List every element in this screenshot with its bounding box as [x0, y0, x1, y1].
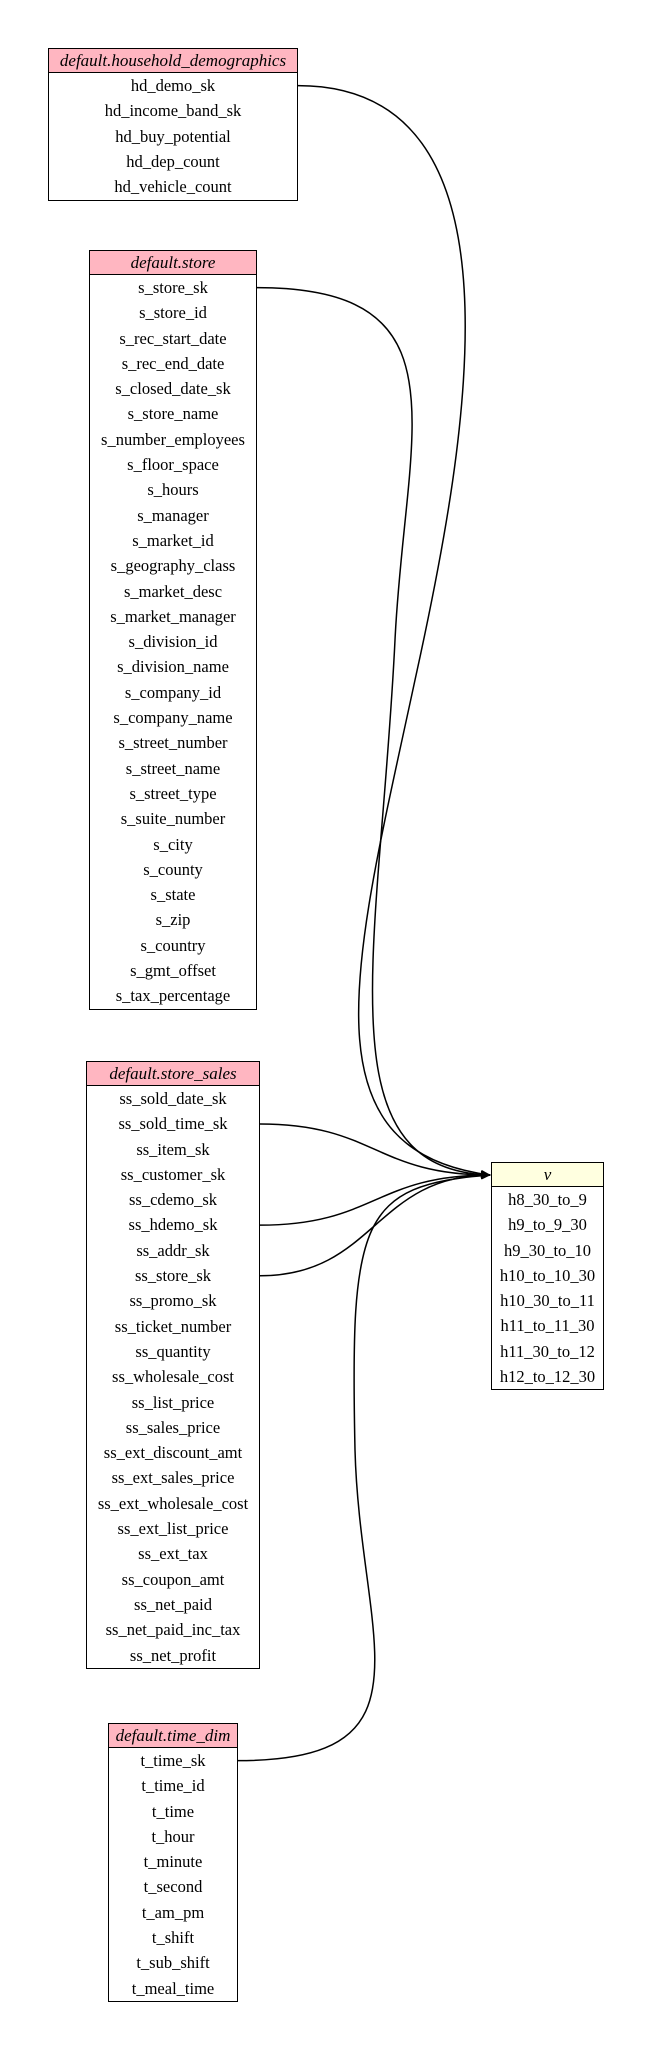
column-t-time-sk[interactable]: t_time_sk	[140, 1751, 206, 1770]
column-ss-net-paid[interactable]: ss_net_paid	[134, 1594, 212, 1614]
column-s-street-number[interactable]: s_street_number	[118, 733, 228, 753]
table-store-sales[interactable]: default.store_sales ss_sold_date_sk ss_sol…	[86, 1061, 260, 1669]
column-s-street-type[interactable]: s_street_type	[129, 783, 217, 803]
column-ss-list-price[interactable]: ss_list_price	[131, 1392, 215, 1412]
column-s-division-id[interactable]: s_division_id	[128, 632, 218, 652]
column-t-sub-shift[interactable]: t_sub_shift	[136, 1953, 210, 1973]
column-s-street-name[interactable]: s_street_name	[125, 758, 221, 778]
column-ss-promo-sk[interactable]: ss_promo_sk	[129, 1291, 217, 1311]
column-ss-ext-tax[interactable]: ss_ext_tax	[138, 1544, 208, 1564]
column-t-hour[interactable]: t_hour	[151, 1826, 195, 1846]
table-time-dim[interactable]: default.time_dim t_time_sk t_time_id t_time…	[108, 1723, 238, 2002]
column-hd-income-band-sk[interactable]: hd_income_band_sk	[104, 101, 242, 121]
column-ss-hdemo-sk[interactable]: ss_hdemo_sk	[128, 1215, 218, 1235]
column-h10-30-to-11[interactable]: h10_30_to_11	[500, 1291, 595, 1311]
column-ss-customer-sk[interactable]: ss_customer_sk	[120, 1164, 226, 1184]
column-ss-quantity[interactable]: ss_quantity	[135, 1341, 211, 1361]
edge-t-time-sk-to-v	[237, 1171, 491, 1762]
edge-s-store-sk-to-v	[256, 286, 491, 1179]
column-hd-vehicle-count[interactable]: hd_vehicle_count	[114, 177, 232, 197]
table-title: default.store_sales	[87, 1062, 259, 1086]
column-ss-sold-date-sk[interactable]: ss_sold_date_sk	[119, 1089, 227, 1108]
column-ss-ticket-number[interactable]: ss_ticket_number	[114, 1316, 232, 1336]
table-title: v	[492, 1163, 603, 1187]
table-title: default.store	[90, 251, 256, 275]
column-h10-to-10-30[interactable]: h10_to_10_30	[499, 1265, 596, 1285]
edge-hd-demo-sk-to-v	[297, 84, 491, 1178]
column-hd-buy-potential[interactable]: hd_buy_potential	[115, 126, 231, 146]
column-s-rec-start-date[interactable]: s_rec_start_date	[119, 328, 227, 348]
column-s-closed-date-sk[interactable]: s_closed_date_sk	[115, 379, 231, 399]
column-t-shift[interactable]: t_shift	[151, 1928, 195, 1948]
column-s-store-name[interactable]: s_store_name	[127, 404, 219, 424]
column-h8-30-to-9[interactable]: h8_30_to_9	[508, 1190, 587, 1209]
column-ss-wholesale-cost[interactable]: ss_wholesale_cost	[112, 1367, 234, 1387]
edge-ss-store-sk-to-v	[259, 1171, 491, 1277]
column-ss-ext-sales-price[interactable]: ss_ext_sales_price	[111, 1468, 235, 1488]
column-s-division-name[interactable]: s_division_name	[117, 657, 229, 677]
column-t-second[interactable]: t_second	[143, 1877, 203, 1897]
column-s-suite-number[interactable]: s_suite_number	[120, 809, 226, 829]
column-s-tax-percentage[interactable]: s_tax_percentage	[115, 986, 231, 1006]
column-t-time[interactable]: t_time	[151, 1801, 195, 1821]
column-hd-dep-count[interactable]: hd_dep_count	[126, 151, 220, 171]
column-ss-addr-sk[interactable]: ss_addr_sk	[136, 1240, 210, 1260]
column-ss-cdemo-sk[interactable]: ss_cdemo_sk	[129, 1190, 217, 1210]
column-h9-30-to-10[interactable]: h9_30_to_10	[503, 1240, 592, 1260]
column-ss-coupon-amt[interactable]: ss_coupon_amt	[121, 1569, 225, 1589]
column-t-time-id[interactable]: t_time_id	[141, 1776, 205, 1796]
column-ss-net-profit[interactable]: ss_net_profit	[129, 1645, 217, 1665]
table-v[interactable]: v h8_30_to_9 h9_to_9_30 h9_30_to_10 h10_to_1…	[491, 1162, 604, 1391]
column-s-state[interactable]: s_state	[150, 885, 196, 905]
column-s-company-name[interactable]: s_company_name	[113, 708, 233, 728]
table-store[interactable]: default.store s_store_sk s_store_id s_rec_s…	[89, 250, 257, 1010]
column-s-city[interactable]: s_city	[153, 834, 193, 854]
table-title: default.time_dim	[109, 1724, 237, 1748]
column-s-rec-end-date[interactable]: s_rec_end_date	[121, 353, 225, 373]
column-hd-demo-sk[interactable]: hd_demo_sk	[130, 76, 216, 95]
edge-ss-sold-time-sk-to-v	[259, 1123, 491, 1179]
column-h12-to-12-30[interactable]: h12_to_12_30	[499, 1367, 596, 1387]
column-ss-store-sk[interactable]: ss_store_sk	[134, 1266, 212, 1286]
table-title: default.household_demographics	[49, 49, 297, 73]
column-ss-ext-list-price[interactable]: ss_ext_list_price	[117, 1519, 229, 1539]
column-ss-sales-price[interactable]: ss_sales_price	[125, 1417, 221, 1437]
column-s-geography-class[interactable]: s_geography_class	[110, 556, 236, 576]
column-s-manager[interactable]: s_manager	[137, 505, 209, 525]
edge-ss-hdemo-sk-to-v	[259, 1171, 491, 1226]
column-s-zip[interactable]: s_zip	[155, 910, 191, 930]
column-s-number-employees[interactable]: s_number_employees	[101, 429, 245, 449]
column-s-gmt-offset[interactable]: s_gmt_offset	[130, 961, 216, 981]
column-h9-to-9-30[interactable]: h9_to_9_30	[508, 1215, 587, 1235]
column-s-market-manager[interactable]: s_market_manager	[110, 606, 236, 626]
column-s-store-id[interactable]: s_store_id	[139, 303, 207, 323]
column-t-am-pm[interactable]: t_am_pm	[141, 1902, 205, 1922]
column-t-meal-time[interactable]: t_meal_time	[131, 1978, 215, 1998]
column-t-minute[interactable]: t_minute	[143, 1852, 203, 1872]
column-s-county[interactable]: s_county	[143, 859, 203, 879]
table-household-demographics[interactable]: default.household_demographics hd_demo_sk…	[48, 48, 298, 201]
column-h11-30-to-12[interactable]: h11_30_to_12	[500, 1341, 595, 1361]
column-s-market-id[interactable]: s_market_id	[132, 530, 214, 550]
column-s-market-desc[interactable]: s_market_desc	[123, 581, 223, 601]
column-ss-net-paid-inc-tax[interactable]: ss_net_paid_inc_tax	[105, 1620, 241, 1640]
column-ss-item-sk[interactable]: ss_item_sk	[136, 1139, 210, 1159]
column-ss-ext-discount-amt[interactable]: ss_ext_discount_amt	[103, 1443, 243, 1463]
column-s-country[interactable]: s_country	[140, 935, 206, 955]
column-s-hours[interactable]: s_hours	[147, 480, 199, 500]
column-s-floor-space[interactable]: s_floor_space	[127, 455, 219, 475]
column-s-store-sk[interactable]: s_store_sk	[138, 278, 208, 297]
column-ss-sold-time-sk[interactable]: ss_sold_time_sk	[118, 1114, 228, 1134]
column-s-company-id[interactable]: s_company_id	[124, 682, 222, 702]
column-h11-to-11-30[interactable]: h11_to_11_30	[500, 1316, 595, 1336]
column-ss-ext-wholesale-cost[interactable]: ss_ext_wholesale_cost	[97, 1493, 249, 1513]
